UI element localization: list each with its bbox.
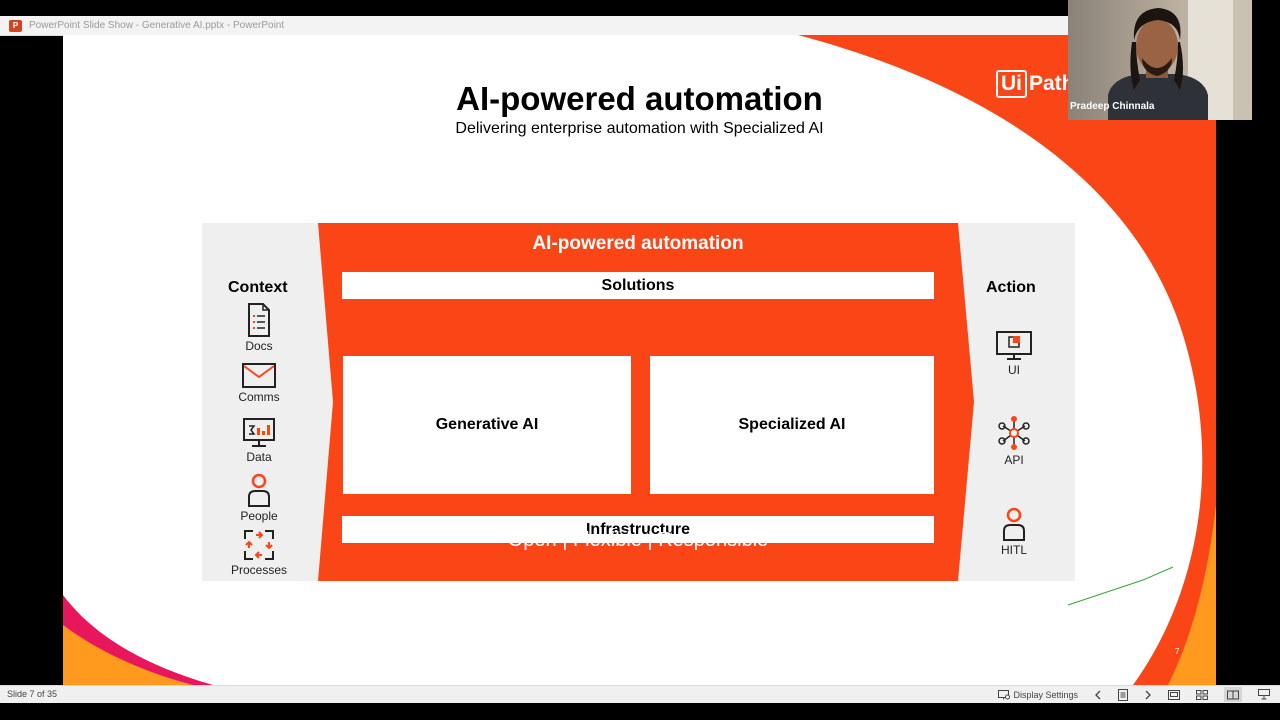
action-item-api: API [989, 415, 1039, 467]
book-icon [1227, 690, 1239, 699]
context-label: Data [246, 450, 272, 464]
status-controls: Display Settings [998, 687, 1270, 702]
document-icon [248, 303, 270, 337]
grid-view-icon [1196, 689, 1208, 700]
reading-view-button[interactable] [1224, 687, 1242, 702]
automation-diagram: Context Docs Comms [202, 223, 1075, 581]
core-title: AI-powered automation [532, 233, 744, 254]
slide-menu-icon [1118, 688, 1128, 701]
context-label: Comms [238, 390, 280, 404]
solutions-bar: Solutions [342, 272, 934, 299]
context-item-data: Data [234, 418, 284, 464]
action-label: API [1004, 453, 1024, 467]
slide-page-number: 7 [1175, 647, 1180, 656]
context-item-processes: Processes [228, 529, 290, 577]
uipath-logo: Ui Path [996, 69, 1075, 99]
logo-wordmark: Path [1029, 72, 1075, 95]
slide[interactable]: Ui Path AI-powered automation Delivering… [63, 35, 1216, 685]
monitor-settings-icon [998, 689, 1011, 699]
context-item-comms: Comms [234, 363, 284, 404]
context-item-people: People [234, 473, 284, 523]
participant-name: Pradeep Chinnala [1070, 101, 1155, 112]
specialized-ai-label: Specialized AI [738, 416, 846, 433]
context-label: Processes [230, 563, 288, 577]
generative-ai-label: Generative AI [435, 416, 539, 433]
window-title: PowerPoint Slide Show - Generative AI.pp… [29, 20, 285, 31]
presentation-icon [1258, 689, 1270, 700]
normal-view-button[interactable] [1168, 687, 1180, 702]
process-arrows-icon [244, 530, 274, 560]
tagline: Open | Flexible | Responsible [507, 529, 769, 551]
slide-title: AI-powered automation [456, 80, 823, 117]
action-item-hitl: HITL [989, 507, 1039, 557]
chevron-right-icon [1145, 690, 1151, 699]
status-bar: Slide 7 of 35 Display Settings [0, 685, 1280, 703]
generative-ai-box: Generative AI [343, 356, 631, 494]
window-title-bar: P PowerPoint Slide Show - Generative AI.… [0, 16, 1068, 36]
action-label: UI [1008, 363, 1020, 377]
slide-sorter-button[interactable] [1196, 687, 1208, 702]
person-icon [248, 473, 270, 507]
slide-subtitle: Delivering enterprise automation with Sp… [455, 120, 824, 137]
webcam-video-tile[interactable]: Pradeep Chinnala [1068, 0, 1252, 120]
screen-cursor-icon [996, 331, 1032, 360]
previous-slide-button[interactable] [1094, 687, 1102, 702]
action-item-ui: UI [989, 331, 1039, 377]
next-slide-button[interactable] [1144, 687, 1152, 702]
envelope-icon [242, 363, 276, 388]
action-label: HITL [1000, 543, 1027, 557]
person-icon [1003, 507, 1025, 541]
slide-menu-button[interactable] [1118, 687, 1128, 702]
context-heading: Context [228, 279, 288, 296]
slide-counter: Slide 7 of 35 [7, 689, 58, 699]
normal-view-icon [1168, 689, 1180, 700]
network-hub-icon [998, 416, 1030, 450]
specialized-ai-box: Specialized AI [650, 356, 934, 494]
powerpoint-icon: P [9, 19, 22, 32]
infrastructure-bar: Infrastructure [342, 516, 934, 543]
context-label: People [240, 509, 278, 523]
action-heading: Action [986, 279, 1036, 296]
logo-ui-mark: Ui [996, 70, 1027, 98]
slide-show-button[interactable] [1258, 687, 1270, 702]
display-settings-button[interactable]: Display Settings [998, 687, 1078, 702]
context-label: Docs [245, 339, 273, 353]
monitor-chart-icon [243, 418, 275, 447]
context-item-docs: Docs [234, 303, 284, 353]
display-settings-label: Display Settings [1013, 689, 1078, 700]
chevron-left-icon [1095, 690, 1101, 699]
participant-video [1108, 0, 1252, 120]
slide-background-shapes [63, 35, 1216, 685]
